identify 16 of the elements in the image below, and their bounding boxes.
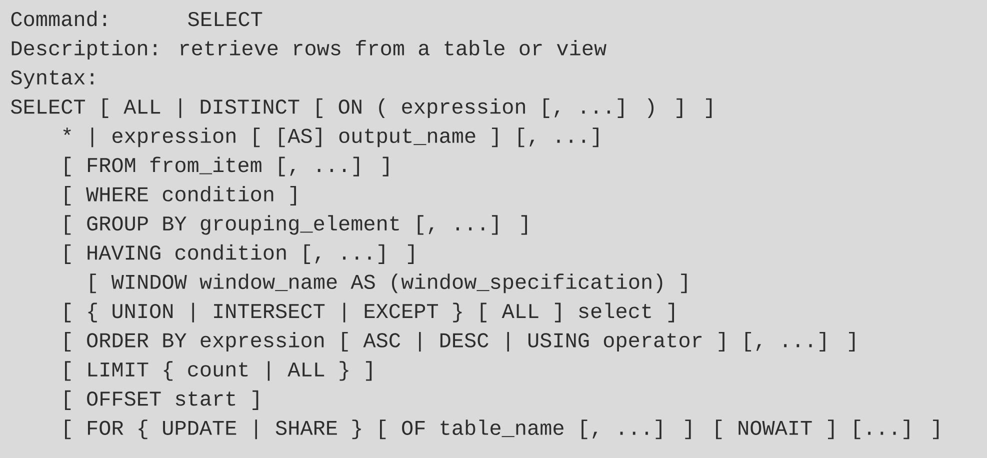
code-line: [ FOR { UPDATE | SHARE } [ OF table_name [, ...] ] [ NOWAIT ] [...] ] bbox=[65, 420, 939, 440]
code-line: * | expression [ [AS] output_name ] [, ...] bbox=[63, 128, 598, 148]
code-line: Syntax: bbox=[11, 70, 94, 89]
code-line: Command: bbox=[11, 10, 106, 26]
code-line: [ FROM from_item [, ...] ] bbox=[65, 156, 388, 176]
code-line: SELECT [ ALL | DISTINCT [ ON ( expression [, ...] ) ] ] bbox=[11, 98, 712, 118]
code-line: [ GROUP BY grouping_element [, ...] ] bbox=[65, 215, 527, 235]
code-line: [ LIMIT { count | ALL } ] bbox=[65, 361, 372, 381]
code-line: Description: retrieve rows from a table or view bbox=[12, 40, 606, 60]
code-line: [ WINDOW window_name AS (window_specification) ] bbox=[90, 274, 687, 294]
code-line: [ HAVING condition [, ...] ] bbox=[65, 244, 414, 264]
code-line: [ WHERE condition ] bbox=[65, 186, 296, 206]
code-line: SELECT bbox=[188, 12, 262, 26]
code-line: [ OFFSET start ] bbox=[65, 390, 258, 410]
code-line: [ ORDER BY expression [ ASC | DESC | USING operator ] [, ...] ] bbox=[65, 332, 855, 352]
code-line: [ { UNION | INTERSECT | EXCEPT } [ ALL ] select ] bbox=[65, 302, 674, 322]
